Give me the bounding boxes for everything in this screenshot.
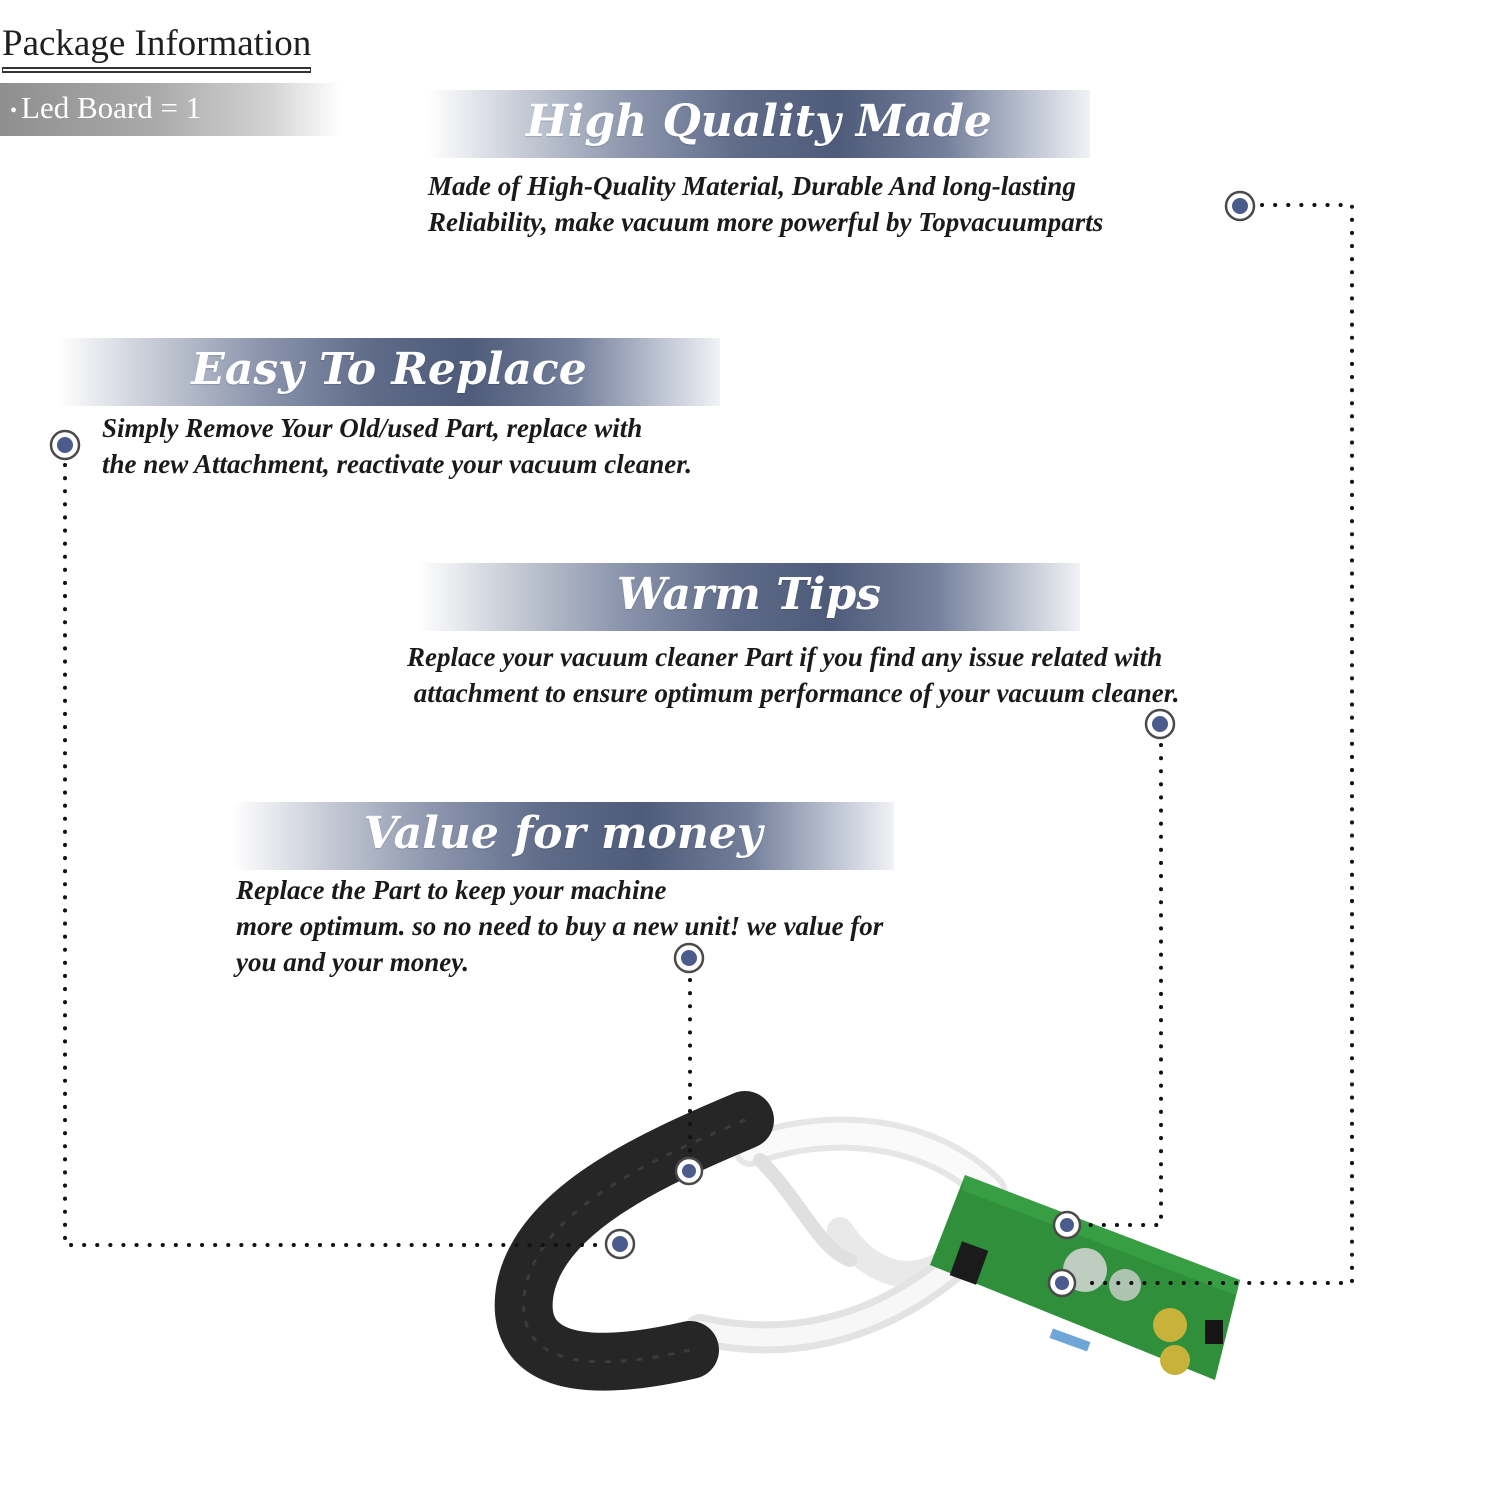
desc-warm-tips-line-2: attachment to ensure optimum performance… [407, 678, 1180, 708]
connector-marker-icon [1144, 708, 1176, 740]
desc-value-line-3: you and your money. [236, 947, 470, 977]
desc-easy-replace: Simply Remove Your Old/used Part, replac… [102, 410, 692, 482]
banner-warm-tips: Warm Tips [418, 563, 1080, 631]
banner-high-quality: High Quality Made [428, 90, 1090, 158]
banner-high-quality-heading: High Quality Made [526, 96, 992, 147]
connector-line-high-quality [1078, 203, 1354, 1285]
banner-easy-replace: Easy To Replace [58, 338, 720, 406]
desc-high-quality: Made of High-Quality Material, Durable A… [428, 168, 1103, 240]
desc-high-quality-line-1: Made of High-Quality Material, Durable A… [428, 171, 1076, 201]
banner-warm-tips-heading: Warm Tips [616, 569, 882, 620]
connector-line-warm-tips [1083, 743, 1163, 1227]
desc-easy-replace-line-1: Simply Remove Your Old/used Part, replac… [102, 413, 643, 443]
connector-marker-icon [1047, 1268, 1077, 1298]
connector-marker-icon [673, 942, 705, 974]
connector-marker-icon [674, 1156, 704, 1186]
package-information-title: Package Information [2, 22, 312, 69]
desc-warm-tips: Replace your vacuum cleaner Part if you … [407, 639, 1180, 711]
connector-marker-icon [604, 1228, 636, 1260]
banner-value-heading: Value for money [363, 808, 763, 859]
bullet-icon: • [10, 99, 18, 122]
desc-easy-replace-line-2: the new Attachment, reactivate your vacu… [102, 449, 692, 479]
banner-value: Value for money [232, 802, 894, 870]
desc-value-line-1: Replace the Part to keep your machine [236, 875, 667, 905]
desc-high-quality-line-2: Reliability, make vacuum more powerful b… [428, 207, 1104, 237]
package-item-led-board: •Led Board = 1 [0, 83, 340, 136]
desc-value-line-2: more optimum. so no need to buy a new un… [236, 911, 884, 941]
connector-marker-icon [1052, 1210, 1082, 1240]
desc-warm-tips-line-1: Replace your vacuum cleaner Part if you … [407, 642, 1163, 672]
banner-easy-replace-heading: Easy To Replace [191, 344, 587, 395]
led-board-product-icon [494, 1091, 1240, 1391]
desc-value: Replace the Part to keep your machine mo… [236, 872, 883, 980]
connector-marker-icon [49, 429, 81, 461]
connector-line-easy-replace [63, 463, 606, 1247]
package-item-label: Led Board = 1 [21, 90, 202, 125]
connector-marker-icon [1224, 190, 1256, 222]
